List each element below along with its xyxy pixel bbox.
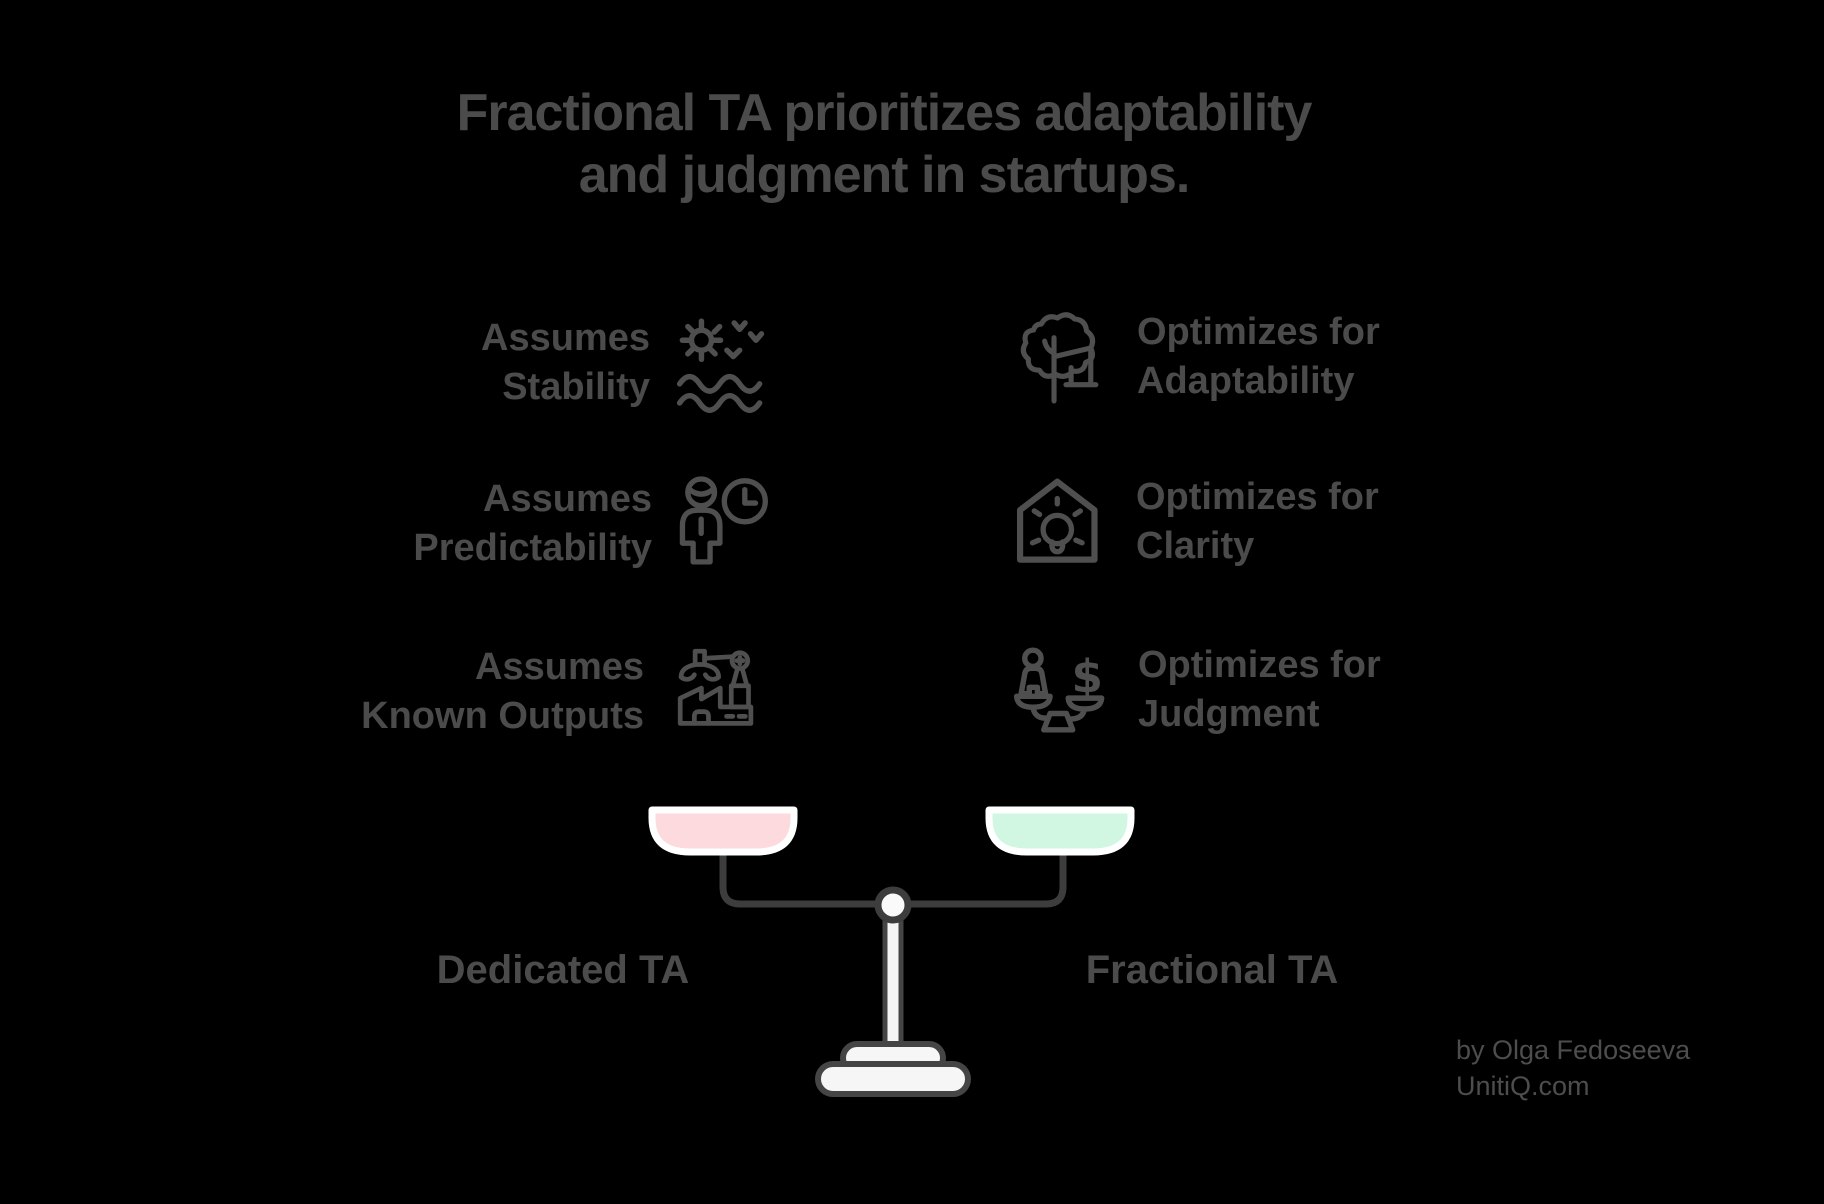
page-title: Fractional TA prioritizes adaptability a… [284, 82, 1484, 206]
left-item-1-line-1: Assumes [481, 316, 650, 359]
right-pan [985, 806, 1135, 856]
title-line-2: and judgment in startups. [578, 146, 1191, 204]
left-item-3-line-1: Assumes [475, 646, 644, 688]
right-item-1-line-1: Optimizes for [1137, 310, 1380, 353]
right-item-adaptability: Optimizes for Adaptability [1013, 305, 1380, 408]
balance-scale [648, 806, 1135, 1097]
right-item-1-line-2: Adaptability [1137, 359, 1355, 402]
right-item-2-line-1: Optimizes for [1136, 476, 1379, 518]
attribution: by Olga Fedoseeva UnitiQ.com [1456, 1032, 1690, 1104]
left-pan [648, 806, 798, 856]
house-lightbulb-icon [1016, 478, 1098, 563]
title-line-1: Fractional TA prioritizes adaptability [456, 84, 1313, 142]
sun-waves-icon [676, 318, 765, 413]
svg-text:$: $ [1071, 650, 1102, 703]
attribution-site: UnitiQ.com [1456, 1071, 1590, 1101]
person-clock-icon [679, 476, 768, 565]
factory-robot-arm-icon [677, 648, 754, 726]
left-item-stability: Assumes Stability [481, 310, 776, 415]
right-item-clarity: Optimizes for Clarity [1013, 471, 1379, 573]
right-item-3-line-2: Judgment [1138, 693, 1320, 735]
scale-base-lower [815, 1061, 971, 1097]
dedicated-ta-label: Dedicated TA [436, 948, 690, 992]
person-dollar-balance-icon: $ [1013, 647, 1105, 733]
attribution-author: by Olga Fedoseeva [1456, 1035, 1691, 1065]
scale-pivot [874, 886, 912, 924]
tree-swing-icon [1020, 312, 1099, 404]
right-item-2-line-2: Clarity [1136, 525, 1255, 567]
left-item-2-line-1: Assumes [483, 478, 652, 520]
fractional-ta-label: Fractional TA [1085, 948, 1339, 992]
scale-pole [882, 907, 904, 1053]
left-item-3-line-2: Known Outputs [361, 695, 644, 737]
right-item-judgment: $ Optimizes for Judgment [1013, 640, 1381, 740]
right-item-3-line-1: Optimizes for [1138, 644, 1381, 686]
left-item-known-outputs: Assumes Known Outputs [361, 640, 776, 744]
left-item-predictability: Assumes Predictability [413, 472, 776, 576]
left-item-2-line-2: Predictability [413, 527, 652, 569]
left-item-1-line-2: Stability [502, 365, 650, 408]
